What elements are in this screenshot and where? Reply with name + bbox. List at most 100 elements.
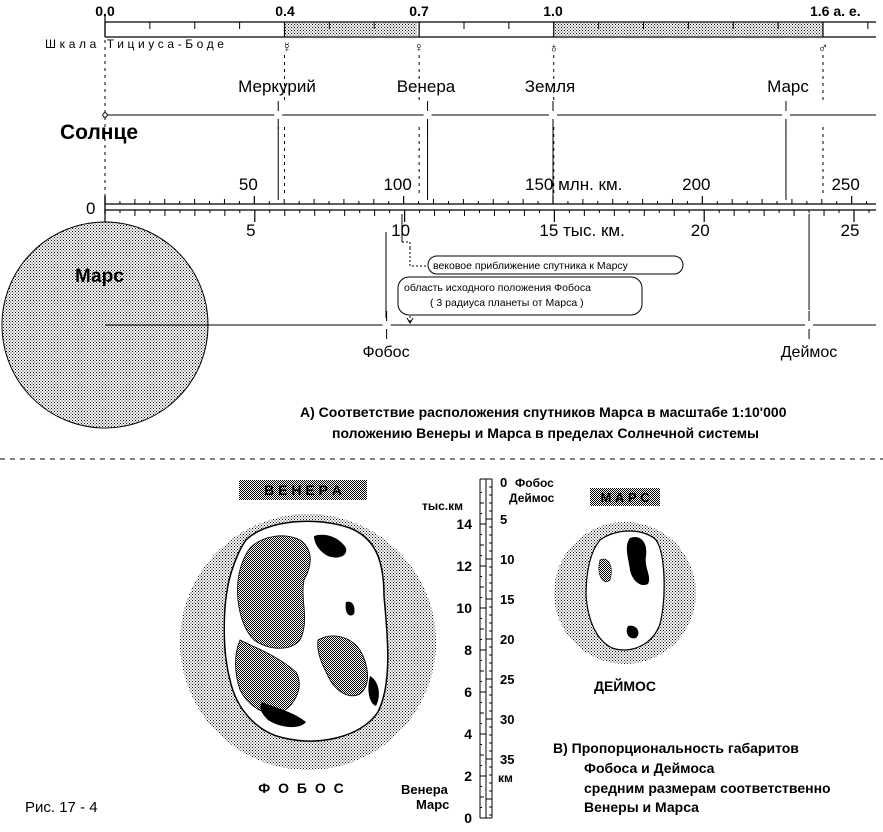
tkm-tick-label: 15 тыс. км. bbox=[539, 221, 624, 240]
vscale-left-label: 2 bbox=[464, 768, 472, 784]
vscale-right-label: 20 bbox=[500, 632, 514, 647]
earth-symbol-icon: ♁ bbox=[549, 39, 560, 55]
cross-gap bbox=[274, 113, 283, 117]
vscale-left-label: 6 bbox=[464, 684, 472, 700]
planet-label-venus: Венера bbox=[397, 77, 456, 96]
bode-tick-label: 0.4 bbox=[275, 3, 295, 19]
vscale-right-label: 10 bbox=[500, 552, 514, 567]
bode-shaded-segment bbox=[285, 23, 417, 36]
vscale-left-label: 0 bbox=[464, 810, 472, 826]
deimos-outline bbox=[585, 530, 665, 651]
vscale-right-label: 5 bbox=[500, 512, 507, 527]
vscale-label-venus: Венера bbox=[401, 782, 449, 797]
vscale-label-phobos: Фобос bbox=[515, 476, 554, 490]
bode-scale: 0.0 0.4 0.7 1.0 1.6 а. е. Шкала Тициуса-… bbox=[45, 3, 876, 55]
origin-callout-line1: область исходного положения Фобоса bbox=[404, 282, 591, 294]
mkm-tick-label: 100 bbox=[383, 175, 411, 194]
cross-gap bbox=[382, 323, 391, 327]
vscale-left-label: 14 bbox=[456, 516, 472, 532]
vscale-left-label: 4 bbox=[464, 726, 472, 742]
planet-marker-earth bbox=[539, 101, 567, 129]
tkm-tick-label: 10 bbox=[391, 221, 410, 240]
phobos-dark-spot bbox=[368, 676, 379, 706]
moon-orbit-line: Фобос Деймос bbox=[105, 214, 876, 361]
bode-tick-label: 1.6 а. е. bbox=[810, 3, 861, 19]
cross-gap bbox=[781, 113, 790, 117]
cross-gap bbox=[805, 323, 814, 327]
cross-gap bbox=[549, 113, 557, 117]
sun-label: Солнце bbox=[60, 121, 138, 144]
mercury-symbol-icon: ☿ bbox=[282, 39, 293, 55]
moon-label-phobos: Фобос bbox=[362, 344, 409, 361]
vscale-label-deimos: Деймос bbox=[509, 491, 555, 505]
planet-marker-venus bbox=[413, 101, 442, 129]
vscale-left-label: 12 bbox=[456, 558, 472, 574]
tkm-tick-label: 25 bbox=[841, 221, 860, 240]
vscale-right-label: 25 bbox=[500, 672, 514, 687]
mkm-tick-label: 50 bbox=[239, 175, 258, 194]
mkm-tick-label: 150 млн. км. bbox=[525, 175, 622, 194]
caption-b-line3: средним размерам соответственно bbox=[584, 780, 831, 796]
deimos-title: ДЕЙМОС bbox=[594, 677, 656, 694]
caption-a-line2: положению Венеры и Марса в пределах Солн… bbox=[332, 425, 759, 441]
tkm-tick-label: 20 bbox=[691, 221, 710, 240]
mars-symbol-icon: ♂ bbox=[818, 39, 829, 55]
secular-callout-box bbox=[427, 255, 684, 275]
deimos-dark-spot bbox=[626, 625, 639, 639]
planet-marker-mercury bbox=[264, 101, 293, 129]
orbit-line: Меркурий Венера Земля Марс bbox=[102, 77, 876, 129]
mars-b-title: М А Р С bbox=[600, 490, 650, 505]
phobos-dark-spot bbox=[345, 601, 355, 616]
caption-b-line1: В) Пропорциональность габаритов bbox=[553, 740, 799, 756]
deimos-dark-spot bbox=[626, 536, 650, 586]
caption-a-line1: А) Соответствие расположения спутников М… bbox=[300, 404, 787, 420]
bode-tick-label: 1.0 bbox=[543, 3, 563, 19]
phobos-dark-spot bbox=[260, 702, 306, 728]
deimos-dark-region bbox=[598, 558, 612, 582]
figure-label: Рис. 17 - 4 bbox=[25, 799, 98, 816]
vscale-right-label: 30 bbox=[500, 712, 514, 727]
mars-title-bg bbox=[590, 488, 660, 506]
venus-symbol-icon: ♀ bbox=[414, 39, 425, 55]
deimos-shape bbox=[585, 530, 665, 651]
vscale-left-unit: тыс.км bbox=[422, 499, 463, 513]
mars-label: Марс bbox=[75, 266, 124, 287]
planet-label-mercury: Меркурий bbox=[238, 77, 316, 96]
bode-scale-title: Шкала Тициуса-Боде bbox=[45, 37, 228, 51]
mkm-tick-label: 250 bbox=[831, 175, 859, 194]
origin-callout-box bbox=[397, 276, 643, 316]
vscale-right-top: 0 bbox=[500, 475, 507, 490]
ruler-zero-label: 0 bbox=[86, 199, 95, 218]
venus-title: В Е Н Е Р А bbox=[264, 482, 342, 498]
caption-b-line2: Фобоса и Деймоса bbox=[584, 760, 715, 776]
secular-callout-text: вековое приближение спутника к Марсу bbox=[433, 260, 629, 272]
moon-marker-phobos bbox=[372, 311, 401, 339]
phobos-callouts: вековое приближение спутника к Марсу обл… bbox=[385, 214, 684, 324]
phobos-dark-spot bbox=[314, 534, 347, 558]
mkm-tick-label: 200 bbox=[682, 175, 710, 194]
sun-point bbox=[102, 112, 108, 118]
vscale-left-label: 8 bbox=[464, 642, 472, 658]
vscale-right-label: 15 bbox=[500, 592, 514, 607]
moon-label-deimos: Деймос bbox=[781, 344, 838, 361]
origin-callout-line2: ( 3 радиуса планеты от Марса ) bbox=[430, 297, 584, 309]
phobos-title: Ф О Б О С bbox=[258, 780, 345, 796]
vscale-right-unit: км bbox=[498, 771, 513, 785]
cross-gap bbox=[423, 113, 432, 117]
planet-marker-mars bbox=[771, 101, 800, 129]
vscale-left-label: 10 bbox=[456, 600, 472, 616]
vscale-label-mars: Марс bbox=[416, 797, 449, 812]
vscale-right-label: 35 bbox=[500, 752, 514, 767]
phobos-dark-region bbox=[317, 635, 368, 697]
bode-shaded-segment bbox=[553, 23, 823, 36]
caption-b-line4: Венеры и Марса bbox=[584, 799, 699, 815]
panel-a: 0.0 0.4 0.7 1.0 1.6 а. е. Шкала Тициуса-… bbox=[1, 3, 876, 441]
venus-title-bg bbox=[239, 480, 367, 500]
bode-tick-label: 0.0 bbox=[95, 3, 115, 19]
moon-marker-deimos bbox=[795, 311, 824, 339]
phobos-shape bbox=[223, 520, 389, 742]
